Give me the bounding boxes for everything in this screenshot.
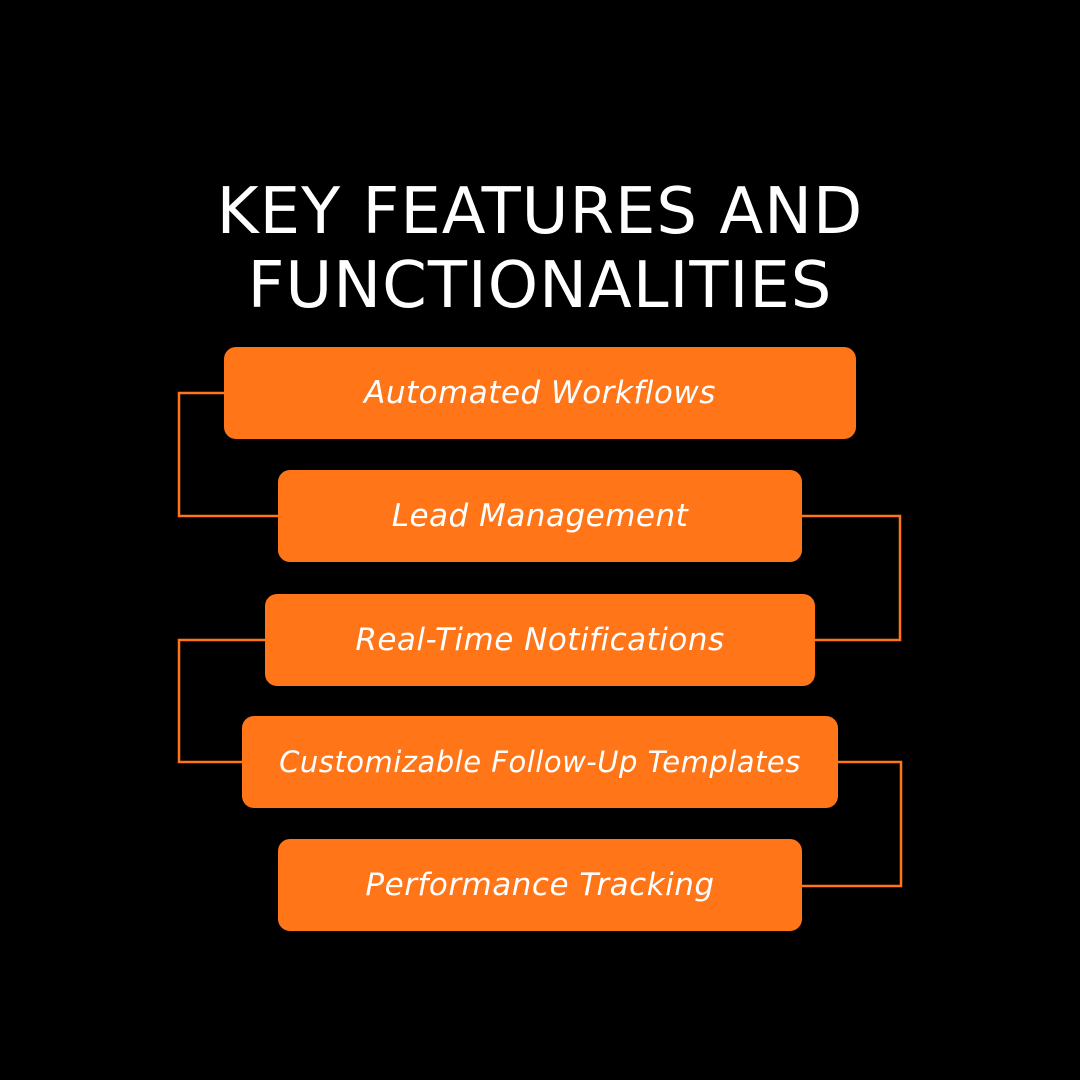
feature-label: Customizable Follow-Up Templates	[279, 745, 801, 779]
feature-label: Real-Time Notifications	[355, 622, 725, 658]
title-line-1: KEY FEATURES AND	[216, 174, 864, 249]
feature-box-real-time-notifications: Real-Time Notifications	[265, 594, 815, 686]
feature-box-lead-management: Lead Management	[278, 470, 802, 562]
feature-box-performance-tracking: Performance Tracking	[278, 839, 802, 931]
page-title: KEY FEATURES AND FUNCTIONALITIES	[0, 175, 1080, 323]
feature-box-automated-workflows: Automated Workflows	[224, 347, 856, 439]
feature-label: Performance Tracking	[365, 867, 715, 903]
title-line-2: FUNCTIONALITIES	[247, 248, 833, 323]
feature-label: Lead Management	[391, 498, 689, 534]
feature-label: Automated Workflows	[364, 375, 716, 411]
connector-2-3	[802, 514, 902, 642]
connector-3-4	[177, 638, 265, 764]
connector-1-2	[177, 391, 278, 518]
feature-box-follow-up-templates: Customizable Follow-Up Templates	[242, 716, 838, 808]
connector-4-5	[802, 760, 903, 888]
